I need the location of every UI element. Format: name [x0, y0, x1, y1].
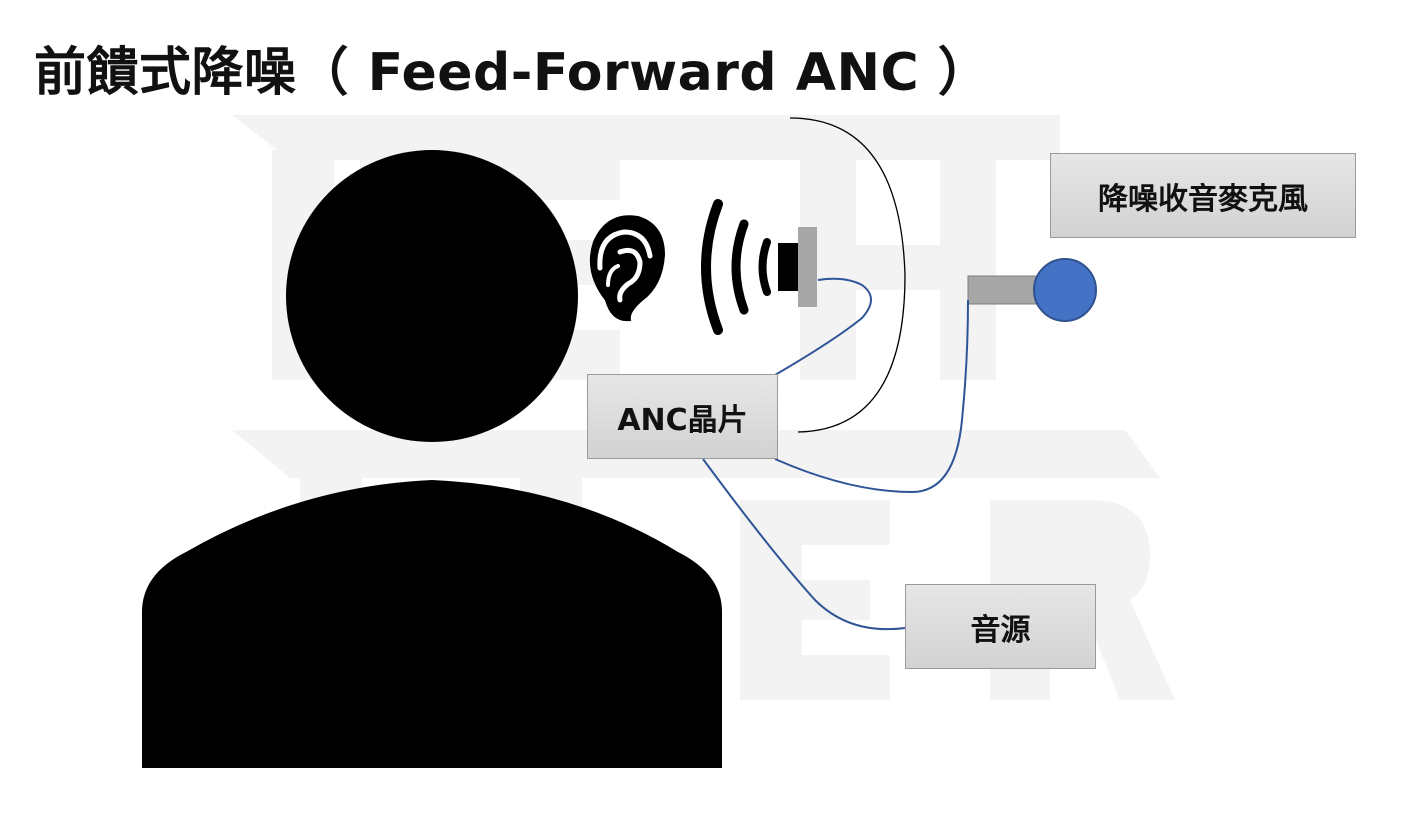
wire-chip-to-speaker — [774, 277, 872, 376]
audio-source-box: 音源 — [905, 584, 1096, 669]
microphone — [967, 258, 1097, 322]
wire-chip-to-mic — [774, 299, 969, 494]
mic-arm — [967, 275, 1039, 305]
speaker-diaphragm — [798, 227, 817, 307]
ear-icon — [589, 215, 666, 322]
person-head — [286, 150, 578, 442]
mic-head — [1033, 258, 1097, 322]
person-silhouette — [142, 150, 722, 768]
audio-source-label: 音源 — [970, 612, 1031, 648]
page-title: 前饋式降噪（ Feed-Forward ANC ） — [34, 43, 991, 103]
person-body — [142, 480, 722, 768]
anc-chip-box: ANC晶片 — [587, 374, 778, 459]
speaker-icon — [701, 199, 817, 335]
anc-chip-label: ANC晶片 — [617, 402, 748, 438]
wire-chip-to-source — [702, 458, 906, 631]
mic-label-box: 降噪收音麥克風 — [1050, 153, 1356, 238]
mic-label: 降噪收音麥克風 — [1098, 181, 1308, 217]
wires — [702, 277, 969, 631]
ear-cup-outline — [789, 117, 906, 433]
